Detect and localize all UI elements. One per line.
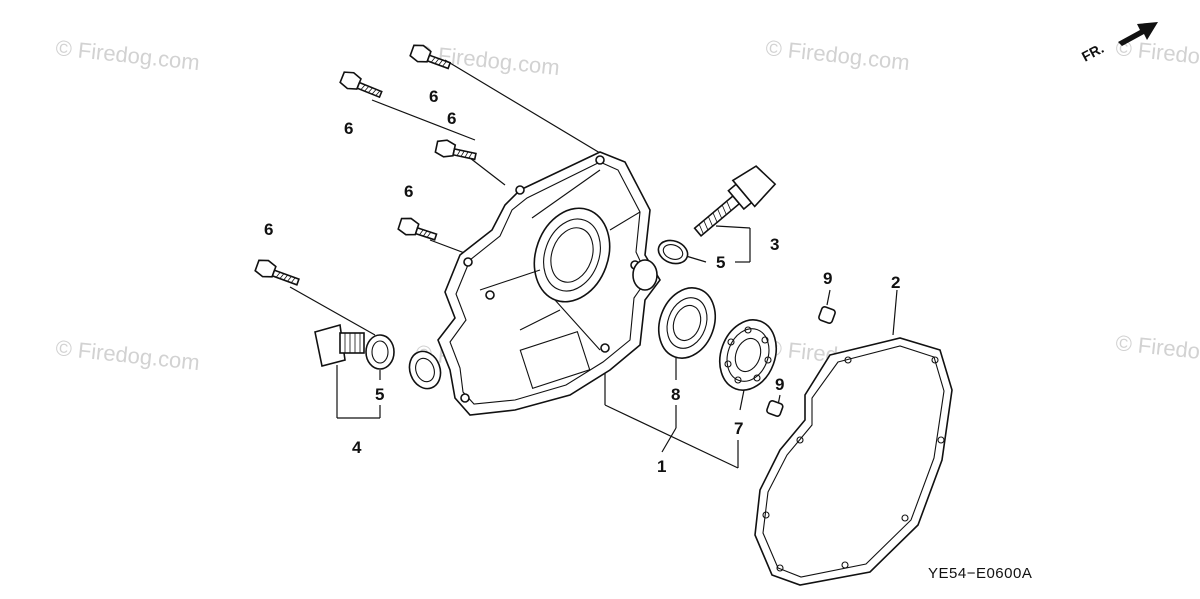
drain-plug (314, 323, 365, 367)
watermark-3: © Firedog.com (764, 35, 910, 75)
gauge-o-ring (657, 239, 689, 265)
watermark-1: © Firedog.com (54, 35, 200, 75)
bolt-lower-left (254, 259, 300, 286)
callout-dowel-pin-lower: 9 (775, 375, 784, 394)
callout-oil-level-gauge: 3 (770, 235, 779, 254)
dowel-pin-lower (766, 400, 784, 417)
bolt-lower-middle (397, 217, 438, 241)
fr-arrow-icon (1118, 22, 1158, 46)
crankcase-cover (408, 151, 661, 416)
callout-bolt-lower-middle: 6 (404, 182, 413, 201)
callout-bearing: 7 (734, 419, 743, 438)
flange-bolts (254, 44, 477, 286)
callout-gauge-o-ring: 5 (716, 253, 725, 272)
bolt-top (409, 44, 452, 70)
dowel-pin-upper (818, 306, 836, 324)
fr-label: FR. (1079, 40, 1106, 65)
leader-lines (289, 59, 898, 469)
callout-drain-washer: 5 (375, 385, 384, 404)
watermark-5: © Firedog.com (54, 335, 200, 375)
callout-oil-seal: 8 (671, 385, 680, 404)
cover-gasket (754, 337, 953, 586)
callout-bolt-lower-left: 6 (264, 220, 273, 239)
oil-level-gauge (693, 165, 777, 237)
watermark-8: © Firedog.com (1114, 330, 1200, 370)
callout-dowel-pin-upper: 9 (823, 269, 832, 288)
callout-drain-plug: 4 (352, 438, 362, 457)
assembly-bracket (661, 405, 739, 468)
oil-seal (657, 287, 717, 359)
callout-gasket: 2 (891, 273, 900, 292)
bolt-upper-left (339, 71, 383, 99)
ball-bearing (718, 319, 778, 391)
callout-labels: 6 6 6 6 6 3 5 5 4 8 7 1 9 9 2 (264, 87, 900, 476)
callout-bolt-top: 6 (429, 87, 438, 106)
bolt-middle (434, 139, 477, 161)
drain-washer (365, 334, 395, 370)
callout-bolt-upper-left: 6 (344, 119, 353, 138)
callout-bolt-middle: 6 (447, 109, 456, 128)
callout-cover-assembly: 1 (657, 457, 666, 476)
diagram-code: YE54−E0600A (928, 565, 1032, 582)
